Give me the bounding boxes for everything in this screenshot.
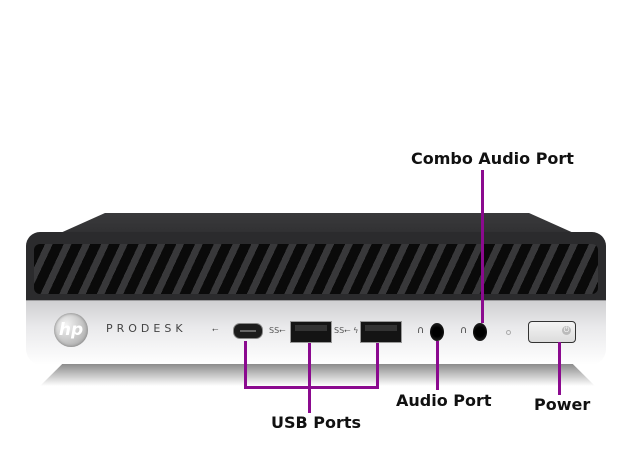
audio-jack[interactable]	[430, 323, 444, 341]
base-shadow	[40, 364, 595, 386]
power-icon: ⏻	[562, 326, 571, 335]
power-button[interactable]: ⏻	[528, 321, 576, 343]
activity-led	[506, 330, 511, 335]
audio-callout-line	[436, 341, 439, 390]
usb-ports-label: USB Ports	[271, 413, 362, 432]
usb-a1-callout-line	[308, 343, 311, 413]
power-callout-line	[558, 342, 561, 395]
usb-charging-icon: SS⭠ ϟ	[334, 326, 359, 335]
usb-c-port[interactable]	[233, 323, 263, 339]
combo-audio-port-label: Combo Audio Port	[411, 149, 574, 168]
usb-icon: ⭠	[212, 325, 219, 334]
hp-logo: hp	[54, 313, 88, 347]
combo-audio-callout-line	[481, 170, 484, 323]
combo-audio-jack[interactable]	[473, 323, 487, 341]
headset-icon: ∩	[460, 325, 468, 336]
vent-grille	[34, 244, 598, 294]
usb-c-callout-line	[244, 341, 247, 388]
usb-a2-callout-line	[376, 343, 379, 388]
usb-a-port-2[interactable]	[360, 321, 402, 343]
usb-superspeed-icon: SS⭠	[269, 326, 286, 335]
model-name: PRODESK	[106, 322, 187, 335]
audio-port-label: Audio Port	[396, 391, 492, 410]
vent-panel	[26, 232, 606, 300]
usb-a-port-1[interactable]	[290, 321, 332, 343]
power-label: Power	[534, 395, 591, 414]
headphone-icon: ∩	[417, 325, 425, 336]
usb-bracket-line	[244, 386, 379, 389]
